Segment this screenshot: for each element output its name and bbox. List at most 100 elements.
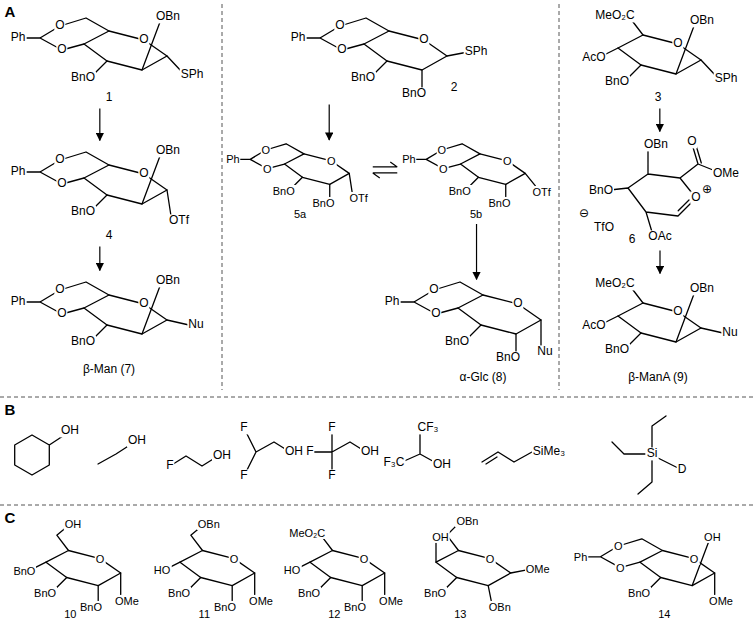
structure-label: OBn [689, 282, 715, 295]
structure-label: Ph [384, 295, 401, 308]
structure-label: α-Glc (8) [459, 371, 508, 384]
structure-label: 3 [654, 91, 663, 104]
structure-label: Ph [225, 153, 240, 165]
structure-label: O [326, 155, 337, 167]
panel-divider [559, 4, 560, 390]
reaction-arrow [476, 224, 477, 279]
structure-label: OBn [455, 515, 479, 527]
structure-label: BnO [272, 185, 296, 197]
compound-structure: CF₃F₃COH [381, 419, 454, 473]
structure-label: O [138, 297, 149, 310]
bond-lines [26, 282, 189, 340]
structure-label: O [262, 163, 273, 175]
structure-label: O [336, 43, 347, 56]
compound-structure: FFOHF [303, 419, 382, 484]
structure-label: 1 [105, 91, 114, 104]
structure-label: MeO₂C [594, 277, 635, 290]
structure-label: OTf [168, 214, 190, 227]
structure-label: BnO [343, 601, 367, 613]
structure-label: SiMe₃ [532, 445, 566, 458]
structure-label: F [239, 469, 248, 482]
compound-structure: OH [58, 422, 82, 439]
structure-label: SPh [180, 68, 205, 81]
compound-structure: PhOOHOOBnOOMe14 [571, 529, 736, 622]
bond-lines [610, 143, 718, 232]
structure-label: BnO [444, 335, 470, 348]
structure-label: 14 [657, 608, 671, 620]
structure-label: Ph [401, 153, 416, 165]
structure-label: O [418, 33, 429, 46]
structure-label: ⊖ [578, 207, 590, 220]
bond-lines [400, 282, 541, 354]
structure-label: OBn [643, 138, 669, 151]
panel-letter: A [5, 4, 16, 21]
structure-label: O [686, 135, 697, 148]
bond-lines [291, 173, 353, 200]
trifluoroethanol-bonds [310, 428, 366, 476]
structure-label: BnO [213, 601, 237, 613]
compound-structure: PhOOOBnOBnONuβ-Man (7) [8, 272, 207, 378]
structure-label: BnO [627, 587, 651, 599]
equilibrium-arrow [373, 162, 398, 178]
structure-label: β-Man (7) [82, 363, 136, 376]
structure-label: O [54, 153, 65, 166]
compound-structure: FOHF [237, 419, 306, 484]
structure-label: OMe [525, 563, 551, 575]
structure-label: ⊕ [701, 183, 713, 196]
structure-label: OH [432, 458, 452, 471]
structure-label: OBn [155, 144, 181, 157]
structure-label: 6 [628, 233, 637, 246]
structure-label: 11 [198, 608, 211, 620]
bond-lines [296, 535, 385, 603]
bond-lines [26, 18, 182, 76]
structure-label: Nu [187, 318, 204, 331]
structure-label: O [138, 33, 149, 46]
structure-label: 10 [63, 608, 77, 620]
compound-structure: PhOOOBnOBnONuα-Glc (8) [382, 281, 556, 386]
structure-label: OH [212, 449, 232, 462]
structure-label: O [56, 177, 67, 190]
structure-label: CF₃ [417, 421, 440, 434]
reaction-arrow [659, 251, 660, 274]
compound-structure: F OH [163, 447, 234, 474]
bond-lines [647, 542, 715, 594]
compound-structure: PhOOOBnOBnOSPh1 [8, 8, 207, 106]
structure-label: OTf [348, 192, 368, 204]
bond-lines [15, 416, 678, 494]
structure-label: SPh [714, 72, 739, 85]
structure-label: O [690, 191, 701, 204]
oxocarbenium-bonds [610, 143, 718, 232]
structure-label: OMe [712, 167, 740, 180]
structure-label: O [56, 307, 67, 320]
structure-label: O [438, 163, 449, 175]
structure-label: F [165, 459, 174, 472]
structure-label: HO [153, 564, 172, 576]
structure-label: Nu [721, 326, 738, 339]
structure-label: OTf [531, 186, 551, 198]
reaction-arrow [99, 247, 100, 271]
structure-label: O [436, 144, 447, 156]
compound-structure: PhOOOBnOBnOOTf4 [8, 142, 192, 244]
structure-label: BnO [495, 351, 521, 364]
bond-lines [92, 286, 189, 340]
structure-label: HO [283, 564, 302, 576]
bond-lines [467, 173, 536, 200]
structure-label: O [512, 297, 523, 310]
structure-label: Ph [10, 165, 27, 178]
structure-label: MeO₂C [594, 9, 635, 22]
structure-label: BnO [297, 587, 321, 599]
structure-label: OH [60, 424, 80, 437]
panel-divider [222, 4, 223, 390]
structure-label: BnO [12, 565, 36, 577]
compound-structure: PhOOOBnOBnOOTf5a [223, 142, 370, 222]
structure-label: F [327, 469, 336, 482]
structure-label: O [689, 553, 700, 565]
structure-label: Ph [290, 31, 307, 44]
structure-label: OH [431, 531, 450, 543]
structure-label: Ph [573, 551, 588, 563]
structure-label: 13 [453, 608, 467, 620]
structure-label: OBn [689, 14, 715, 27]
